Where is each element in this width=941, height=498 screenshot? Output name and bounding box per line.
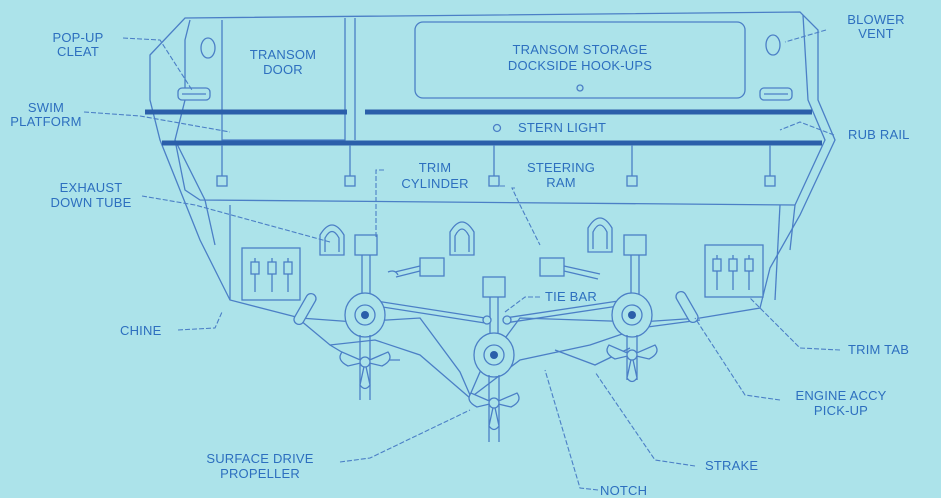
label-swim-platform-2: PLATFORM	[10, 114, 81, 129]
label-transom-door-1: TRANSOM	[250, 47, 316, 62]
exhaust-tubes	[319, 217, 613, 256]
labels: POP-UP CLEAT TRANSOM DOOR TRANSOM STORAG…	[10, 12, 909, 498]
label-chine: CHINE	[120, 323, 162, 338]
engine-accy-pickup-right	[675, 290, 699, 324]
popup-cleat-left	[177, 87, 211, 101]
surface-drive-right	[606, 292, 658, 383]
label-exhaust-1: EXHAUST	[60, 180, 123, 195]
platform-brackets	[216, 145, 776, 187]
label-swim-platform-1: SWIM	[28, 100, 64, 115]
label-trim-cylinder-1: TRIM	[419, 160, 452, 175]
steering-rams	[387, 257, 601, 280]
blower-vent-oval	[765, 34, 781, 56]
engine-accy-pickup-left	[293, 292, 317, 326]
transom-door	[221, 18, 356, 141]
label-engine-accy-2: PICK-UP	[814, 403, 868, 418]
label-exhaust-2: DOWN TUBE	[50, 195, 131, 210]
label-steering-ram-2: RAM	[546, 175, 576, 190]
label-blower-vent-1: BLOWER	[847, 12, 905, 27]
label-transom-storage-2: DOCKSIDE HOOK-UPS	[508, 58, 652, 73]
label-surface-drive-1: SURFACE DRIVE	[206, 451, 313, 466]
tie-bar	[369, 299, 626, 325]
label-stern-light: STERN LIGHT	[518, 120, 606, 135]
surface-drive-left	[339, 292, 391, 400]
label-trim-tab: TRIM TAB	[848, 342, 909, 357]
label-engine-accy-1: ENGINE ACCY	[795, 388, 886, 403]
surface-drive-center	[468, 332, 520, 442]
label-popup-cleat-2: CLEAT	[57, 44, 99, 59]
label-notch: NOTCH	[600, 483, 647, 498]
trim-tab-left	[241, 247, 301, 301]
trim-cylinders	[354, 234, 647, 340]
label-steering-ram-1: STEERING	[527, 160, 595, 175]
vent-left-oval	[200, 37, 216, 59]
label-transom-door-2: DOOR	[263, 62, 303, 77]
label-surface-drive-2: PROPELLER	[220, 466, 300, 481]
label-rub-rail: RUB RAIL	[848, 127, 910, 142]
label-blower-vent-2: VENT	[858, 26, 893, 41]
label-transom-storage-1: TRANSOM STORAGE	[513, 42, 648, 57]
trim-tab-right	[704, 244, 764, 298]
label-popup-cleat-1: POP-UP	[52, 30, 103, 45]
label-trim-cylinder-2: CYLINDER	[401, 176, 468, 191]
transom-storage-hatch	[414, 21, 746, 99]
label-strake: STRAKE	[705, 458, 758, 473]
stern-light-icon	[492, 123, 502, 133]
popup-cleat-right	[759, 87, 793, 101]
leader-lines	[83, 29, 841, 491]
label-tie-bar: TIE BAR	[545, 289, 597, 304]
